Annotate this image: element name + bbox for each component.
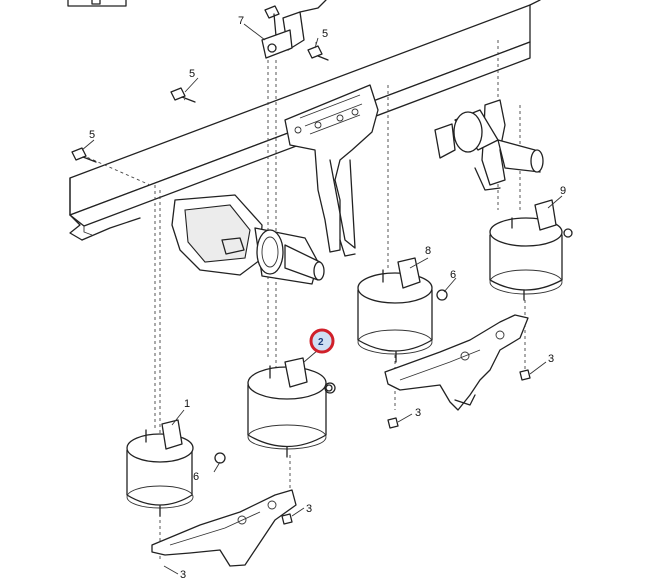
bracket-7 [261, 0, 327, 59]
lower-bracket-left [151, 489, 297, 567]
callout-3-bottom: 3 [180, 569, 186, 578]
callout-3-middle: 3 [415, 407, 421, 419]
callout-6-right: 6 [450, 269, 456, 281]
callout-8: 8 [425, 245, 431, 257]
highlight-ring [309, 328, 335, 354]
lower-bracket-right [384, 314, 529, 411]
air-spring-9 [489, 199, 573, 301]
callout-9: 9 [560, 185, 566, 197]
callout-6-left: 6 [193, 471, 199, 483]
axle-housing [171, 194, 325, 285]
nut-3-b [387, 417, 399, 429]
nut-3-a [519, 369, 531, 381]
callout-2: 2 [318, 337, 324, 348]
bolt-5-top [264, 5, 280, 37]
callout-5-middle: 5 [189, 68, 195, 80]
bolt-5-upper-right [307, 45, 329, 61]
callout-5-upper-right: 5 [322, 28, 328, 40]
callout-5-left: 5 [89, 129, 95, 141]
corner-frame [67, 0, 127, 7]
callout-3-left: 3 [306, 503, 312, 515]
air-spring-1 [126, 419, 226, 517]
right-hub-assembly [434, 99, 544, 191]
nut-3-c [281, 513, 293, 525]
air-spring-2 [247, 357, 336, 458]
leader-lines [81, 23, 563, 575]
highlighted-callout-2[interactable]: 2 [309, 328, 335, 354]
callout-1: 1 [184, 398, 190, 410]
air-spring-8 [357, 257, 448, 363]
bolt-5-middle [170, 87, 196, 103]
nut-6-b [325, 384, 333, 392]
callout-3-right: 3 [548, 353, 554, 365]
bolt-5-left [71, 147, 97, 163]
center-hanger-bracket [284, 84, 379, 257]
callout-7: 7 [238, 15, 244, 27]
